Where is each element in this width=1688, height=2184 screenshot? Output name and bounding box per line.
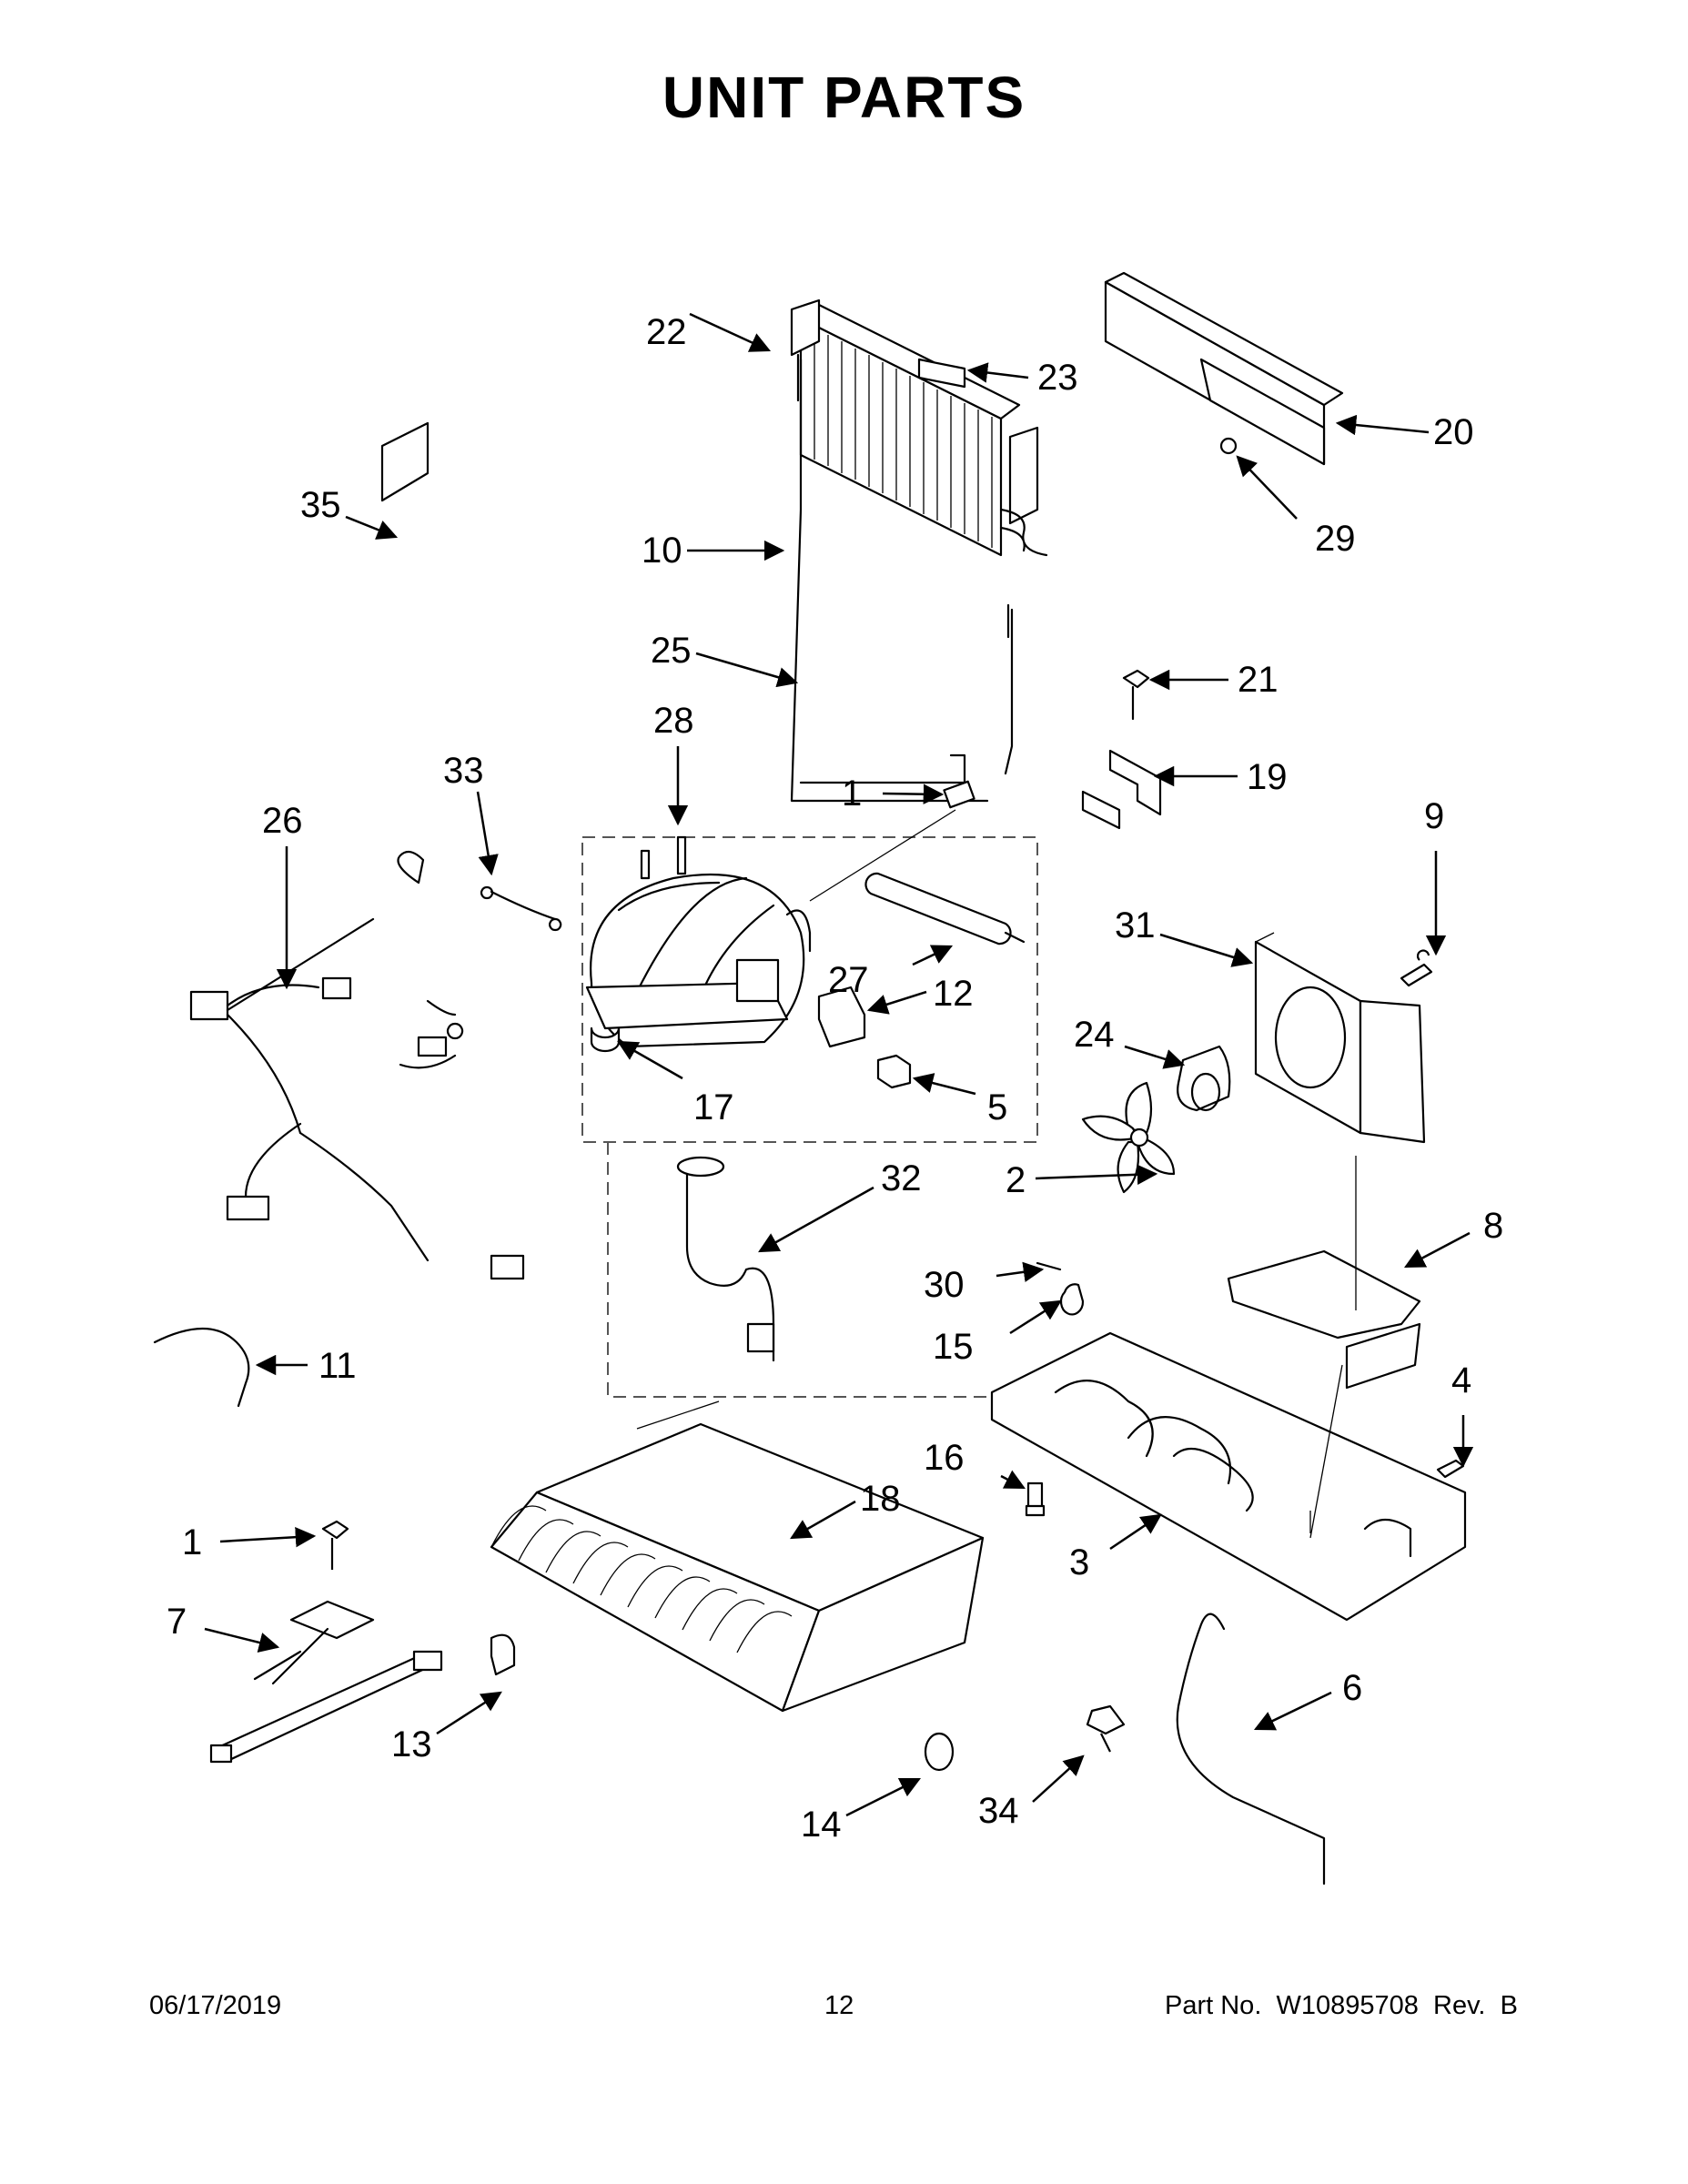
screw-part: [321, 1520, 349, 1570]
callout-35: 35: [300, 485, 341, 525]
footer-part-number: Part No. W10895708 Rev. B: [1165, 1991, 1518, 2020]
callout-21: 21: [1238, 660, 1279, 700]
compressor-assembly-box: [581, 836, 1060, 1398]
callout-34: 34: [978, 1791, 1019, 1831]
suction-tube-part: [685, 1163, 775, 1362]
callout-23: 23: [1037, 358, 1078, 398]
callout-24: 24: [1074, 1015, 1115, 1055]
tray-bracket-part: [1227, 1156, 1421, 1390]
callout-25: 25: [651, 631, 692, 671]
callout-3: 3: [1069, 1542, 1089, 1582]
callout-14: 14: [801, 1805, 842, 1845]
callout-20: 20: [1433, 412, 1474, 452]
callout-10: 10: [642, 531, 682, 571]
base-plate-part: [990, 1331, 1467, 1622]
callout-1b: 1: [182, 1522, 202, 1562]
compressor-part: [585, 835, 812, 1048]
fitting-part: [943, 780, 975, 809]
spacer-part: [924, 1732, 955, 1772]
drain-tube-part: [1176, 1613, 1326, 1886]
callout-31: 31: [1115, 905, 1156, 945]
footer-date: 06/17/2019: [149, 1991, 282, 2020]
callout-15: 15: [933, 1327, 974, 1367]
clip-part: [1219, 437, 1238, 455]
callout-13: 13: [391, 1724, 432, 1764]
callout-33: 33: [443, 751, 484, 791]
fan-blade-part: [1081, 1081, 1176, 1194]
callout-17: 17: [693, 1087, 734, 1127]
tube-part: [790, 353, 1014, 803]
callout-7: 7: [167, 1602, 187, 1642]
callout-2: 2: [1006, 1160, 1026, 1200]
callout-29: 29: [1315, 519, 1356, 559]
wire-harness-part: [189, 850, 525, 1280]
callout-11: 11: [318, 1346, 357, 1386]
wire-tie-part: [480, 885, 562, 932]
callout-labels: 22 23 20 29 35 10 25 21 19 28 33 26 1 9 …: [167, 312, 1503, 1845]
page-title: UNIT PARTS: [662, 65, 1026, 130]
drier-part: [864, 872, 1026, 945]
callout-16: 16: [924, 1438, 965, 1478]
callout-1a: 1: [842, 774, 862, 814]
callout-30: 30: [924, 1265, 965, 1305]
callout-28: 28: [653, 701, 694, 741]
fan-shroud-part: [1254, 932, 1426, 1144]
condenser-part: [790, 298, 1048, 557]
label-pad-part: [917, 358, 966, 389]
callout-arrows: [204, 312, 1474, 1817]
housing-cover-part: [1104, 271, 1344, 466]
heater-harness-part: [209, 1600, 443, 1764]
callout-18: 18: [860, 1479, 901, 1519]
screw-part: [1436, 1459, 1465, 1479]
screw-part: [1025, 1481, 1046, 1517]
footer-page-number: 12: [824, 1991, 854, 2020]
callout-4: 4: [1451, 1360, 1471, 1400]
callout-6: 6: [1342, 1668, 1362, 1708]
wire-part: [153, 1328, 250, 1408]
callout-5: 5: [987, 1087, 1007, 1127]
callout-8: 8: [1483, 1206, 1503, 1246]
grommet-part: [1059, 1283, 1085, 1316]
sensor-part: [1086, 1704, 1126, 1753]
screw-part: [1400, 949, 1433, 987]
callout-9: 9: [1424, 796, 1444, 836]
callout-12: 12: [933, 974, 974, 1014]
control-board-part: [380, 421, 430, 502]
callout-22: 22: [646, 312, 687, 352]
screw-part: [1122, 669, 1150, 721]
bracket-part: [1081, 749, 1162, 830]
evaporator-part: [490, 1400, 985, 1713]
callout-26: 26: [262, 801, 303, 841]
callout-32: 32: [881, 1158, 922, 1198]
relay-part: [817, 986, 866, 1048]
clip-part: [490, 1633, 516, 1676]
overload-part: [876, 1054, 912, 1089]
fan-motor-part: [1177, 1045, 1231, 1112]
callout-27: 27: [828, 960, 869, 1000]
callout-19: 19: [1247, 757, 1288, 797]
